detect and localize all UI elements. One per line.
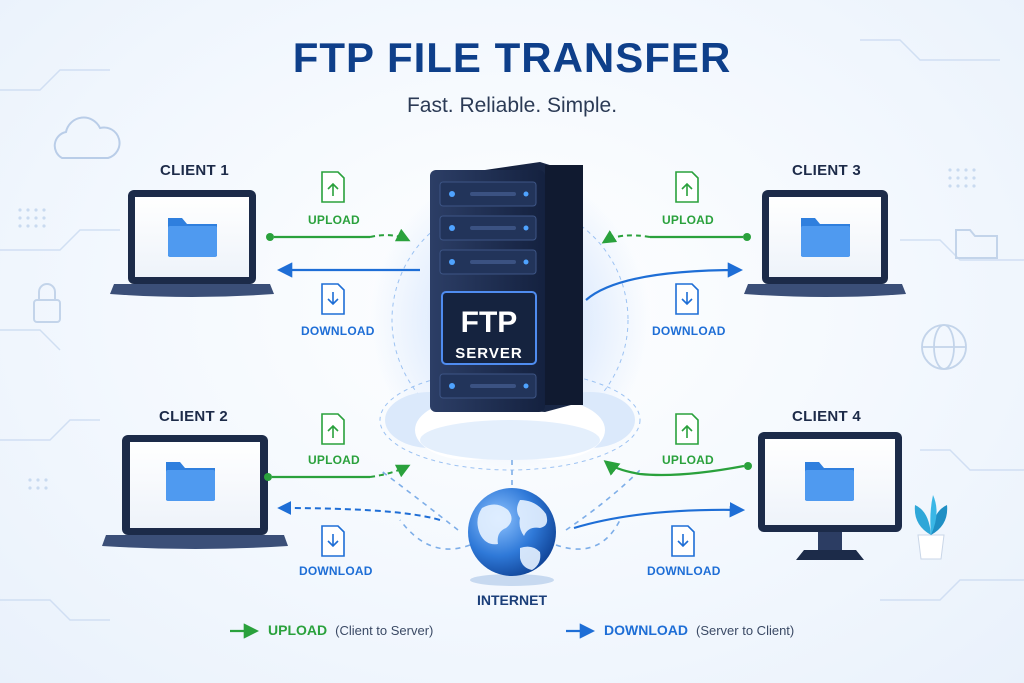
legend-download-note: (Server to Client) (696, 622, 795, 638)
upload-arrow-client-4 (603, 460, 752, 477)
server-label-line1: FTP (461, 306, 518, 339)
download-arrow-client-3 (585, 262, 744, 301)
drive-bay (439, 373, 537, 399)
folder-icon (166, 462, 215, 501)
drive-bay (439, 215, 537, 241)
internet-link (399, 519, 471, 550)
client-1-laptop (110, 190, 274, 297)
download-file-icon (321, 283, 345, 315)
internet-label: INTERNET (477, 592, 547, 608)
upload-file-icon (675, 413, 699, 445)
ftp-server-tower (430, 162, 583, 412)
drive-bay (439, 181, 537, 207)
internet-link (565, 469, 641, 531)
download-label-client-4: DOWNLOAD (647, 564, 721, 578)
legend-upload-label: UPLOAD (268, 622, 328, 638)
plant-icon (914, 495, 948, 560)
upload-label-client-4: UPLOAD (662, 453, 714, 467)
upload-file-icon (321, 171, 345, 203)
page-title: FTP FILE TRANSFER (292, 34, 732, 81)
upload-file-icon (675, 171, 699, 203)
download-file-icon (321, 525, 345, 557)
page-subtitle: Fast. Reliable. Simple. (406, 94, 618, 117)
upload-label-client-3: UPLOAD (662, 213, 714, 227)
download-arrow-client-2 (277, 501, 441, 521)
legend-download: DOWNLOAD (Server to Client) (604, 622, 794, 638)
upload-arrow-client-1 (266, 228, 411, 242)
download-arrow-client-4 (573, 502, 746, 530)
upload-arrow-client-3 (601, 230, 751, 244)
drive-bay (439, 249, 537, 275)
cloud-icon (53, 116, 121, 159)
folder-icon (168, 218, 217, 257)
globe-icon (468, 488, 556, 586)
legend-download-label: DOWNLOAD (604, 622, 688, 638)
download-label-client-2: DOWNLOAD (299, 564, 373, 578)
folder-icon (801, 218, 850, 257)
upload-file-icon (321, 413, 345, 445)
legend-upload: UPLOAD (Client to Server) (268, 622, 433, 638)
download-label-client-3: DOWNLOAD (652, 324, 726, 338)
legend-upload-note: (Client to Server) (335, 622, 434, 638)
server-label-line2: SERVER (455, 345, 522, 362)
upload-arrow-client-2 (264, 464, 411, 481)
client-2-label: CLIENT 2 (159, 408, 229, 425)
client-3-laptop (744, 190, 906, 297)
upload-label-client-2: UPLOAD (308, 453, 360, 467)
upload-label-client-1: UPLOAD (308, 213, 360, 227)
client-1-label: CLIENT 1 (160, 162, 230, 179)
download-label-client-1: DOWNLOAD (301, 324, 375, 338)
client-3-label: CLIENT 3 (792, 162, 862, 179)
internet-link (379, 469, 459, 531)
folder-icon (805, 462, 854, 501)
client-4-label: CLIENT 4 (792, 408, 862, 425)
download-file-icon (671, 525, 695, 557)
download-file-icon (675, 283, 699, 315)
lock-icon (33, 283, 61, 323)
